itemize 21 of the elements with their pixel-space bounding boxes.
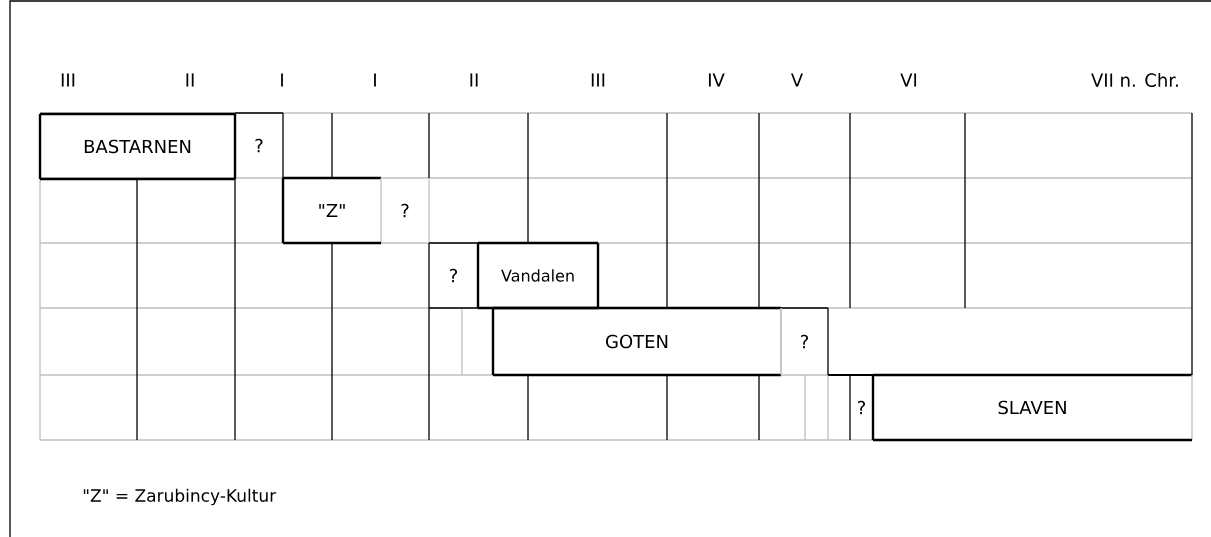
period-box: BASTARNEN bbox=[38, 112, 237, 181]
century-label: II bbox=[186, 73, 194, 87]
century-label: VI bbox=[900, 73, 917, 87]
century-label: I bbox=[281, 73, 283, 87]
century-label: VII n. Chr. bbox=[1091, 73, 1178, 87]
century-label: II bbox=[470, 73, 478, 87]
period-box: Vandalen bbox=[476, 241, 600, 310]
note-text: "Z" = Zarubincy-Kultur bbox=[83, 488, 277, 506]
question-mark: ? bbox=[849, 374, 865, 441]
century-label: III bbox=[591, 73, 605, 87]
period-box: "Z" bbox=[281, 176, 382, 245]
question-mark: ? bbox=[428, 242, 479, 309]
question-mark: ? bbox=[780, 307, 829, 376]
century-label: I bbox=[374, 73, 376, 87]
century-label: V bbox=[791, 73, 803, 87]
question-mark: ? bbox=[401, 203, 409, 218]
question-mark: ? bbox=[234, 112, 284, 179]
period-box: SLAVEN bbox=[871, 373, 1193, 442]
century-label: IV bbox=[708, 73, 725, 87]
century-label: III bbox=[61, 73, 75, 87]
period-box: GOTEN bbox=[491, 306, 782, 377]
